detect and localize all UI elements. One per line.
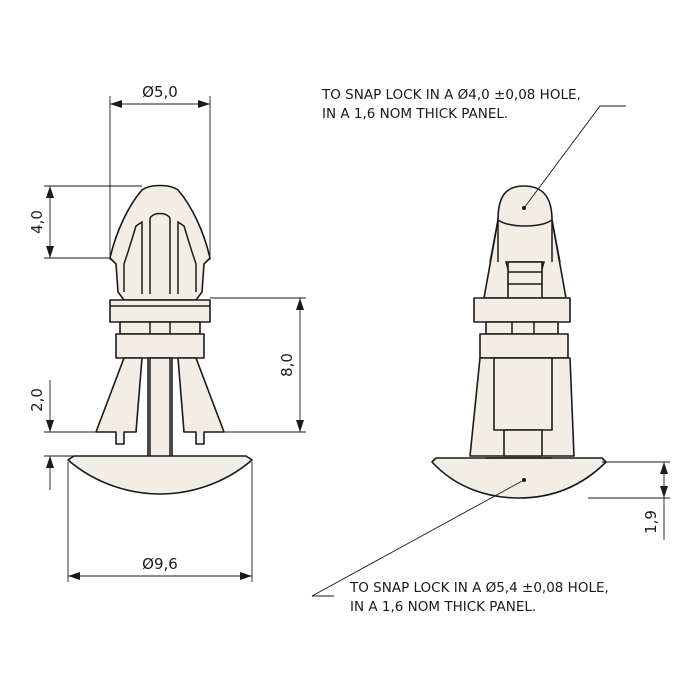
left-leg-right (177, 357, 225, 445)
dim-leg-offset: 2,0 (28, 388, 46, 412)
note-top-line1: TO SNAP LOCK IN A Ø4,0 ±0,08 HOLE, (321, 87, 581, 103)
left-leg-left (95, 357, 143, 445)
note-top-line2: IN A 1,6 NOM THICK PANEL. (322, 106, 508, 122)
left-dimensions: Ø5,0 4,0 8,0 2,0 Ø9,6 (28, 83, 306, 582)
left-neck (119, 321, 201, 335)
dim-base-height: 1,9 (642, 510, 660, 534)
left-lower-collar (115, 333, 205, 359)
note-bottom-line1: TO SNAP LOCK IN A Ø5,4 ±0,08 HOLE, (349, 580, 609, 596)
left-view (67, 184, 253, 495)
left-head-slot (149, 212, 171, 294)
right-upper-collar (473, 297, 571, 323)
left-head-fingers (123, 220, 197, 294)
dim-base-diameter: Ø9,6 (142, 555, 178, 573)
note-bottom-line2: IN A 1,6 NOM THICK PANEL. (350, 599, 536, 615)
right-lower-collar (479, 333, 569, 359)
right-snap-head (483, 185, 567, 299)
notes: TO SNAP LOCK IN A Ø4,0 ±0,08 HOLE, IN A … (311, 87, 626, 615)
left-center-stem (147, 357, 173, 459)
right-dimensions: 1,9 (588, 461, 670, 540)
right-base (431, 457, 607, 499)
left-snap-head (109, 184, 211, 301)
left-base (67, 455, 253, 495)
left-upper-collar (109, 299, 211, 323)
dim-body-length: 8,0 (278, 353, 296, 377)
right-view (431, 185, 607, 499)
dim-head-diameter: Ø5,0 (142, 83, 178, 101)
dim-head-height: 4,0 (28, 210, 46, 234)
